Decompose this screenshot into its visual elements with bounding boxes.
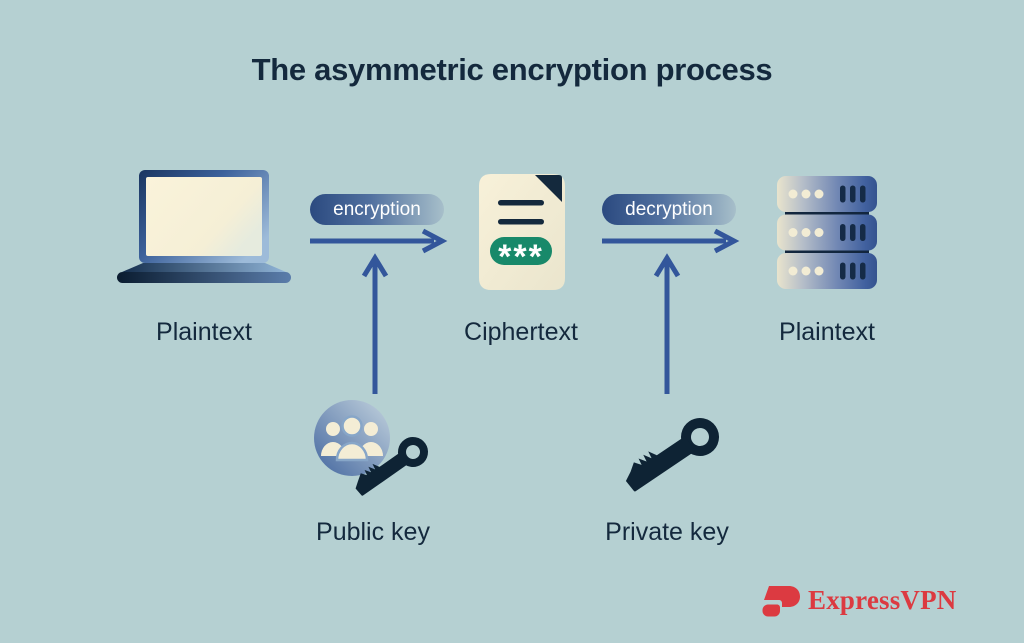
public-key-up-arrow-icon: [361, 253, 389, 394]
expressvpn-logo-icon: [762, 586, 800, 617]
server-icon: [777, 176, 877, 289]
laptop-icon: [117, 170, 291, 283]
destination-label: Plaintext: [779, 318, 875, 346]
source-label: Plaintext: [156, 318, 252, 346]
encryption-pill: encryption: [310, 194, 444, 225]
private-key-icon: [625, 418, 719, 492]
document-icon: ***: [479, 174, 565, 290]
page-title: The asymmetric encryption process: [251, 52, 773, 87]
private-key-up-arrow-icon: [653, 253, 681, 394]
public-key-icon: [314, 400, 428, 496]
decryption-arrow-icon: [602, 228, 740, 254]
expressvpn-wordmark: ExpressVPN: [808, 585, 957, 615]
private-key-label: Private key: [605, 518, 729, 546]
encryption-arrow-icon: [310, 228, 448, 254]
encryption-label: encryption: [333, 198, 421, 220]
decryption-label: decryption: [625, 198, 713, 220]
public-key-label: Public key: [316, 518, 430, 546]
ciphertext-label: Ciphertext: [464, 318, 578, 346]
ciphertext-badge: ***: [498, 238, 544, 276]
decryption-pill: decryption: [602, 194, 736, 225]
